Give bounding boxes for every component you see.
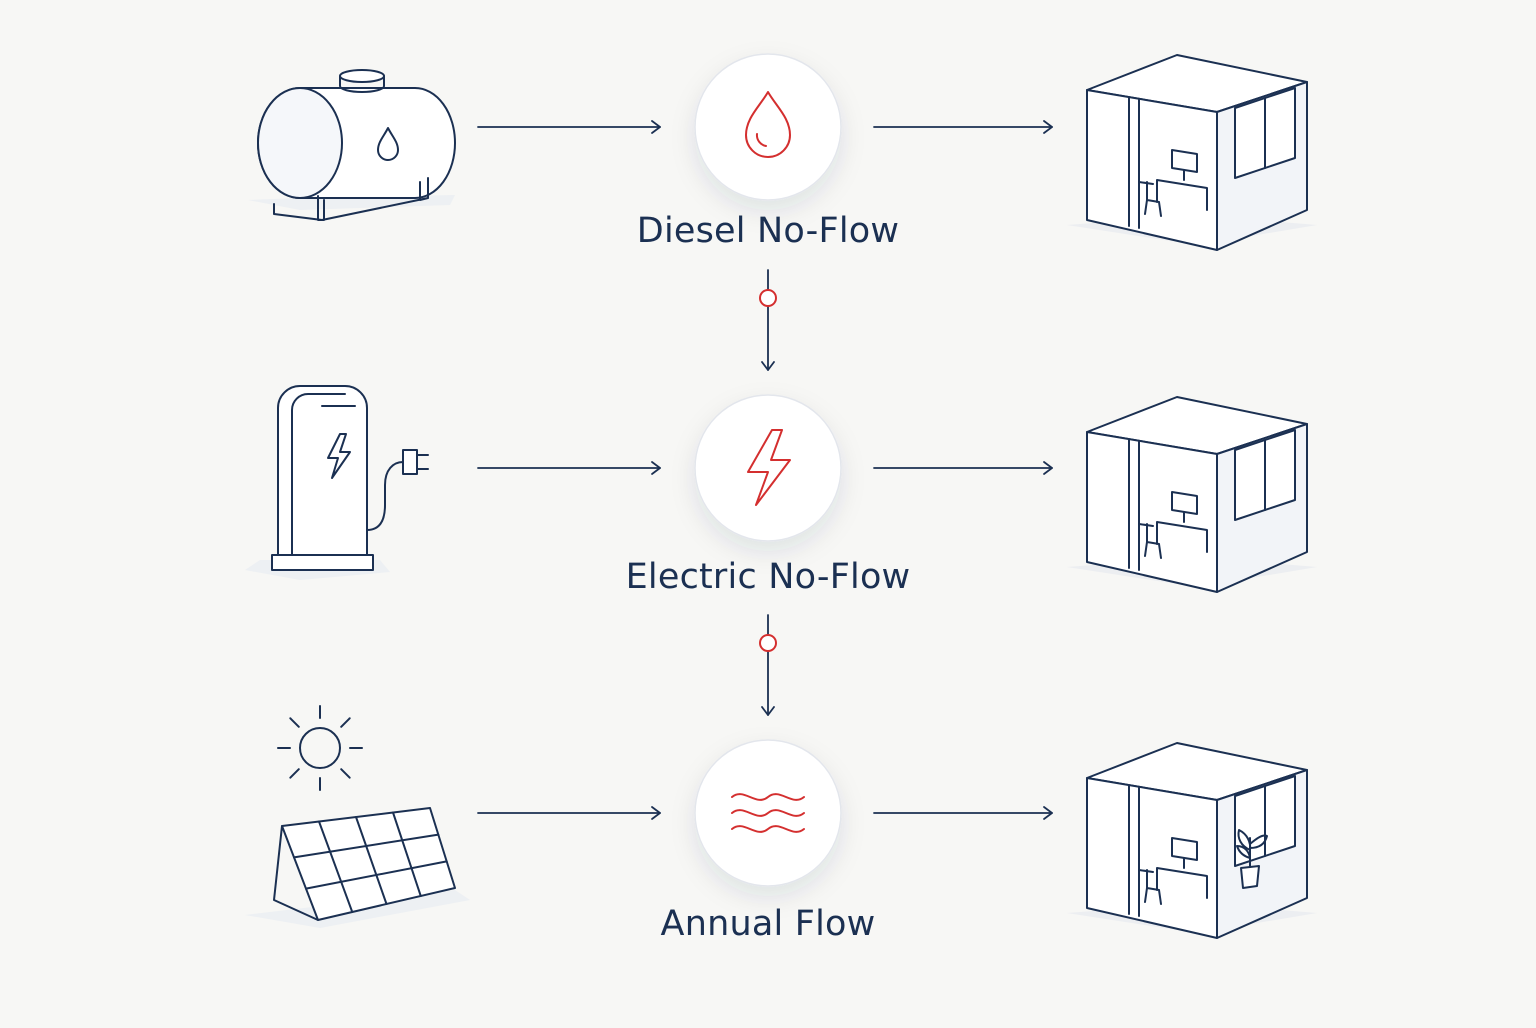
office-cube-icon [1066, 396, 1318, 593]
arrow-source-to-method [477, 120, 661, 134]
vertical-connector [759, 614, 777, 716]
flow-label-electric: Electric No-Flow [625, 557, 911, 597]
arrow-method-to-destination [873, 120, 1053, 134]
fuel-tank-icon [248, 69, 456, 221]
method-circle [694, 394, 842, 542]
droplet-icon [745, 91, 791, 158]
connector-node [759, 289, 777, 307]
solar-panel-icon [245, 705, 470, 928]
arrow-source-to-method [477, 806, 661, 820]
ev-charger-icon [245, 385, 429, 580]
lightning-bolt-icon [747, 429, 791, 506]
arrow-method-to-destination [873, 461, 1053, 475]
vertical-connector [759, 269, 777, 371]
flow-label-diesel: Diesel No-Flow [636, 211, 900, 251]
flow-label-annual: Annual Flow [660, 904, 876, 944]
arrow-method-to-destination [873, 806, 1053, 820]
heat-waves-icon [731, 793, 805, 833]
method-circle [694, 53, 842, 201]
arrow-source-to-method [477, 461, 661, 475]
connector-node [759, 634, 777, 652]
office-cube-icon [1066, 54, 1318, 251]
office-cube-with-plant-icon [1066, 742, 1318, 939]
